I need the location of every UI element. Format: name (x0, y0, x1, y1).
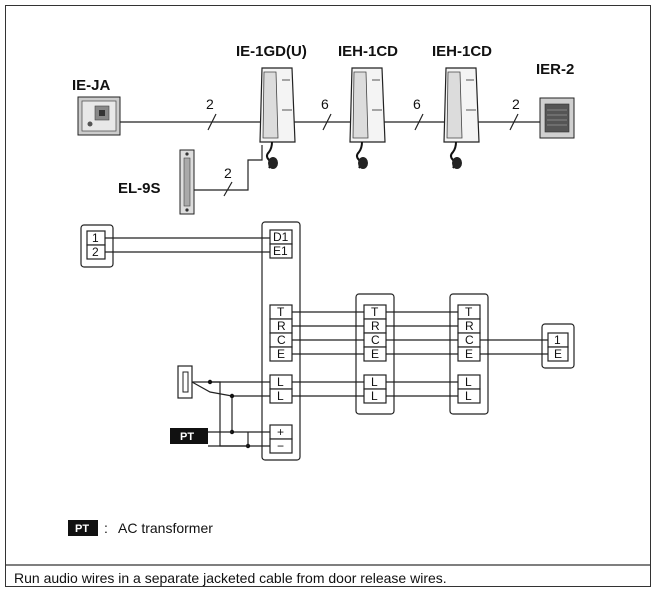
wire-count-sub1-sub2: 6 (413, 96, 421, 112)
tick-mark (322, 113, 332, 131)
wire-count-sub2-speaker: 2 (512, 96, 520, 112)
terminal-label: 1 (92, 231, 99, 245)
model-label-ieh-1cd-a: IEH-1CD (338, 43, 398, 60)
tick-mark (223, 181, 233, 197)
wire (210, 381, 270, 447)
terminal-label: E (465, 347, 473, 361)
terminal (269, 243, 293, 259)
terminal-label: R (465, 319, 474, 333)
junction-dot (229, 393, 235, 399)
legend-pt-badge (68, 520, 98, 536)
terminal-label: C (277, 333, 286, 347)
terminal-label: C (371, 333, 380, 347)
door-release-symbol (177, 365, 193, 399)
terminal-label: L (465, 375, 472, 389)
tick-mark (207, 113, 217, 131)
legend-separator: : (104, 520, 108, 536)
model-label-ier-2: IER-2 (536, 61, 574, 78)
release-wire (194, 145, 263, 191)
wire-count-master-sub1: 6 (321, 96, 329, 112)
terminal-label: 1 (554, 333, 561, 347)
wire-count-release: 2 (224, 165, 232, 181)
wiring-note: Run audio wires in a separate jacketed c… (14, 570, 447, 586)
tick-mark (414, 113, 424, 131)
pt-label: PT (180, 431, 194, 443)
legend-text: AC transformer (118, 520, 213, 536)
terminal-label: L (465, 389, 472, 403)
model-label-el-9s: EL-9S (118, 180, 161, 197)
master-station-ie-1gd (259, 67, 296, 169)
terminal-label: D1 (273, 230, 289, 244)
terminal-label: L (277, 389, 284, 403)
terminal-label: − (277, 439, 284, 453)
terminal-label: L (371, 389, 378, 403)
door-station-ie-ja (77, 96, 121, 136)
terminal-label: E (277, 347, 285, 361)
legend-pt-label: PT (75, 523, 89, 535)
terminal-label: R (371, 319, 380, 333)
terminal-label: E (554, 347, 562, 361)
terminal-label: L (277, 375, 284, 389)
speaker-ier-2 (539, 97, 575, 139)
terminal-label: T (277, 305, 285, 319)
model-label-ie-ja: IE-JA (72, 77, 111, 94)
terminal-label: T (465, 305, 473, 319)
terminal-label: C (465, 333, 474, 347)
sub-station-ieh-1cd-a (349, 67, 386, 169)
terminal-label: L (371, 375, 378, 389)
terminal-label: R (277, 319, 286, 333)
model-label-ie-1gd: IE-1GD(U) (236, 43, 307, 60)
sub-station-ieh-1cd-b (443, 67, 480, 169)
pt-badge (170, 428, 208, 444)
tick-mark (509, 113, 519, 131)
terminal-label: 2 (92, 245, 99, 259)
wire-count-door: 2 (206, 96, 214, 112)
junction-dot (207, 379, 213, 385)
terminal-label: E (371, 347, 379, 361)
wire (191, 381, 270, 397)
door-release-el-9s (179, 149, 195, 215)
model-label-ieh-1cd-b: IEH-1CD (432, 43, 492, 60)
terminal-label: E1 (273, 244, 288, 258)
terminal-label: + (277, 425, 284, 439)
terminal-label: T (371, 305, 379, 319)
